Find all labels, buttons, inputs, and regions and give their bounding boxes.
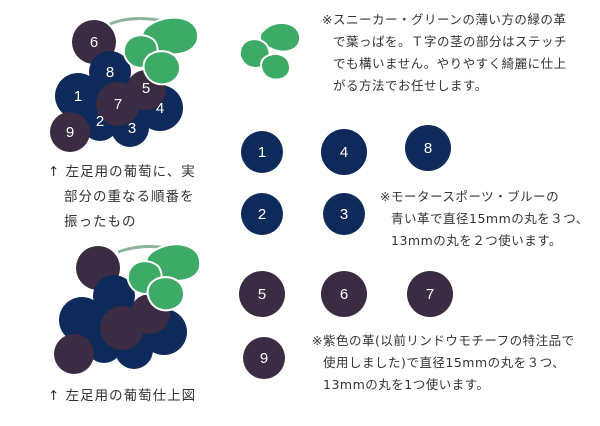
purple-circle-5 (239, 271, 285, 317)
caption-line: ↑ 左足用の葡萄仕上図 (48, 388, 197, 404)
navy-circle-group: 1 4 8 2 3 (241, 125, 451, 235)
grape-label-6: 6 (90, 34, 98, 51)
caption-line: 部分の重なる順番を (64, 189, 195, 205)
note-line: で葉っぱを。Ｔ字の茎の部分はステッチ (333, 34, 568, 49)
note-line: ※スニーカー・グリーンの薄い方の緑の革 (322, 12, 567, 27)
note-line: がる方法でお任せします。 (333, 78, 488, 93)
navy-circle-3 (323, 193, 365, 235)
caption-finished-illustration: ↑ 左足用の葡萄仕上図 (48, 384, 196, 409)
caption-numbered-diagram: ↑ 左足用の葡萄に、実 部分の重なる順番を 振ったもの (48, 160, 196, 235)
purple-label-6: 6 (340, 286, 348, 303)
purple-label-7: 7 (426, 286, 434, 303)
navy-note: ※モータースポーツ・ブルーの 青い革で直径15mmの丸を３つ、 13mmの丸を２… (380, 186, 589, 252)
leaf-part-icon (238, 21, 302, 81)
leaf-icon (122, 16, 200, 86)
purple-circle-9 (243, 337, 285, 379)
purple-label-9: 9 (260, 350, 268, 367)
note-line: 青い革で直径15mmの丸を３つ、 (391, 211, 589, 226)
grape-label-4: 4 (156, 100, 164, 117)
note-line: 13mmの丸を1つ使います。 (323, 377, 490, 392)
grape-label-7: 7 (114, 96, 122, 113)
navy-label-1: 1 (258, 144, 266, 161)
grape-label-8: 8 (106, 64, 114, 81)
navy-circle-4 (321, 129, 367, 175)
navy-label-8: 8 (424, 140, 432, 157)
navy-label-4: 4 (340, 144, 348, 161)
leaf-icon (126, 243, 202, 312)
grape-label-5: 5 (142, 80, 150, 97)
finished-grape-illustration (54, 243, 202, 374)
caption-line: 振ったもの (64, 214, 137, 230)
navy-circle-2 (241, 193, 283, 235)
numbered-grape-diagram: 6 8 1 7 5 4 9 2 3 (50, 16, 200, 152)
note-line: でも構いません。やりやすく綺麗に仕上 (333, 56, 567, 71)
purple-circle-7 (407, 271, 453, 317)
grape-7 (96, 82, 140, 126)
purple-note: ※紫色の革(以前リンドウモチーフの特注品で 使用しました)で直径15mmの丸を３… (312, 330, 575, 396)
purple-circle-group: 5 6 7 9 (239, 271, 453, 379)
grape (100, 306, 144, 350)
grape-9 (50, 112, 90, 152)
grape-label-1: 1 (74, 88, 82, 105)
grape-label-2: 2 (96, 113, 104, 130)
grape (54, 334, 94, 374)
purple-label-5: 5 (258, 286, 266, 303)
navy-label-2: 2 (258, 206, 266, 223)
purple-circle-6 (321, 271, 367, 317)
note-line: 使用しました)で直径15mmの丸を３つ、 (323, 355, 566, 370)
navy-label-3: 3 (340, 206, 348, 223)
grape-label-9: 9 (66, 124, 74, 141)
caption-line: ↑ 左足用の葡萄に、実 (48, 164, 196, 180)
note-line: ※モータースポーツ・ブルーの (380, 189, 560, 204)
note-line: ※紫色の革(以前リンドウモチーフの特注品で (312, 333, 575, 348)
navy-circle-1 (241, 131, 283, 173)
leaf-note: ※スニーカー・グリーンの薄い方の緑の革 で葉っぱを。Ｔ字の茎の部分はステッチ で… (322, 9, 567, 97)
note-line: 13mmの丸を２つ使います。 (391, 233, 563, 248)
grape-label-3: 3 (128, 120, 136, 137)
navy-circle-8 (405, 125, 451, 171)
